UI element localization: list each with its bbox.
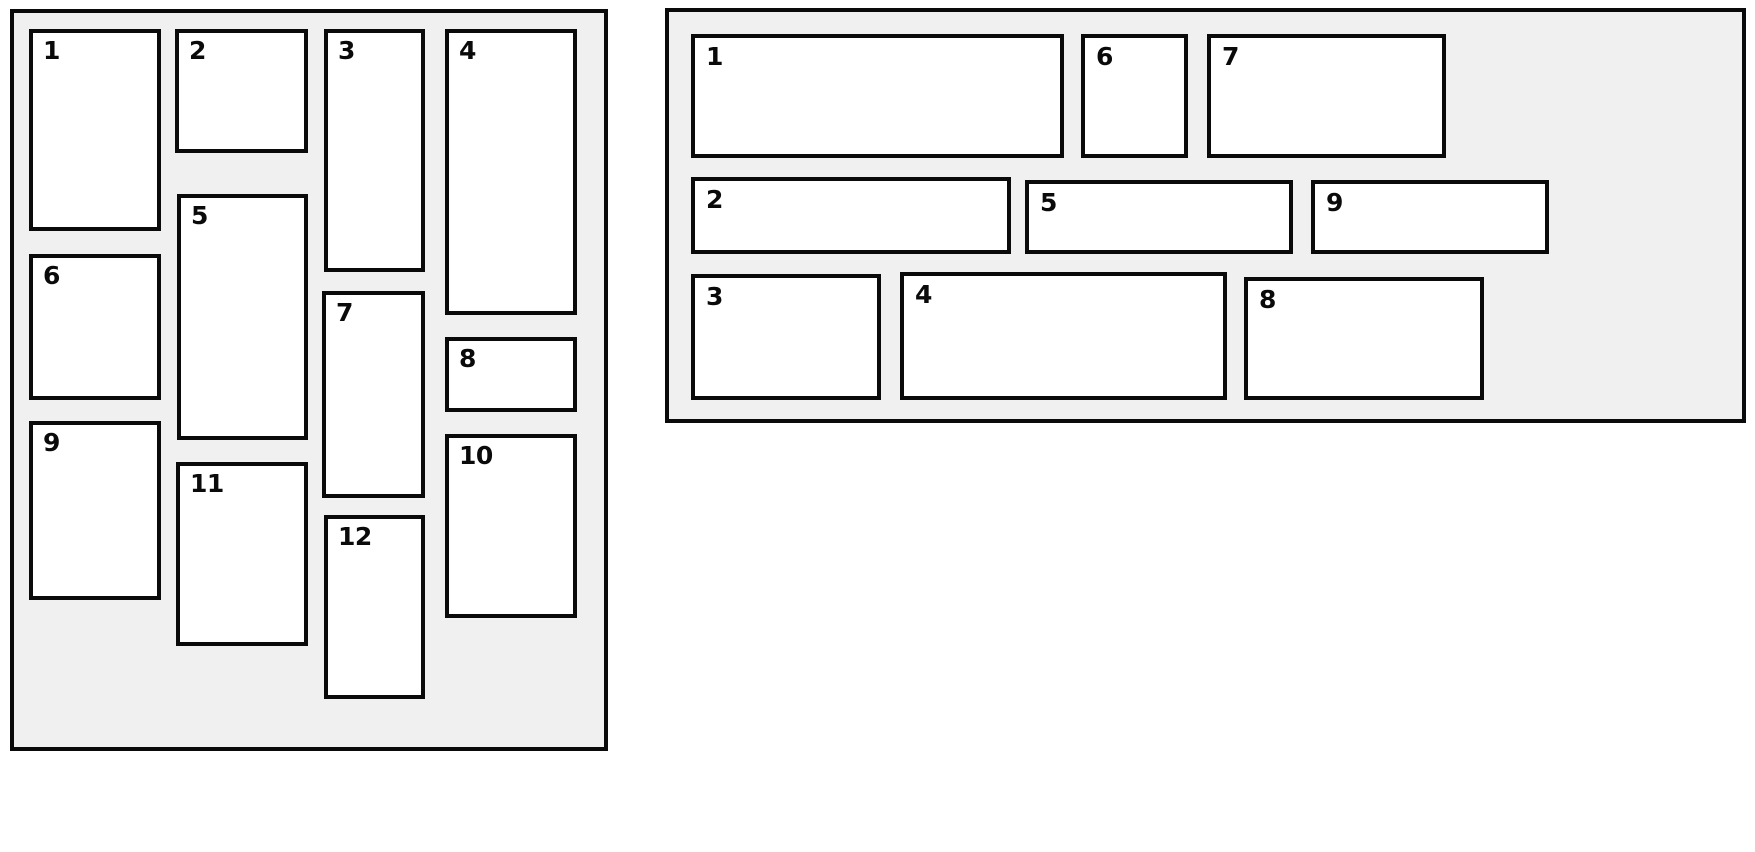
box-label: 3 xyxy=(706,282,723,311)
right-panel-box-2[interactable]: 2 xyxy=(691,177,1011,254)
right-panel-box-5[interactable]: 5 xyxy=(1025,180,1293,254)
left-panel-box-11[interactable]: 11 xyxy=(176,462,308,646)
box-label: 2 xyxy=(189,36,206,65)
box-label: 4 xyxy=(459,36,476,65)
box-label: 8 xyxy=(459,344,476,373)
box-label: 2 xyxy=(706,185,723,214)
box-label: 4 xyxy=(915,280,932,309)
right-panel-box-7[interactable]: 7 xyxy=(1207,34,1446,158)
box-label: 7 xyxy=(1222,42,1239,71)
box-label: 12 xyxy=(338,522,372,551)
box-label: 8 xyxy=(1259,285,1276,314)
box-label: 11 xyxy=(190,469,224,498)
right-panel-box-9[interactable]: 9 xyxy=(1311,180,1549,254)
box-label: 1 xyxy=(706,42,723,71)
left-panel-box-4[interactable]: 4 xyxy=(445,29,577,315)
left-panel-box-12[interactable]: 12 xyxy=(324,515,425,699)
left-panel-box-2[interactable]: 2 xyxy=(175,29,308,153)
left-panel: 1 2 3 4 5 6 7 8 9 10 11 12 xyxy=(10,9,608,751)
left-panel-box-9[interactable]: 9 xyxy=(29,421,161,600)
box-label: 5 xyxy=(1040,188,1057,217)
left-panel-box-1[interactable]: 1 xyxy=(29,29,161,231)
box-label: 3 xyxy=(338,36,355,65)
left-panel-box-3[interactable]: 3 xyxy=(324,29,425,272)
left-panel-box-5[interactable]: 5 xyxy=(177,194,308,440)
right-panel-box-3[interactable]: 3 xyxy=(691,274,881,400)
box-label: 6 xyxy=(1096,42,1113,71)
right-panel: 1 6 7 2 5 9 3 4 8 xyxy=(665,8,1746,423)
right-panel-box-6[interactable]: 6 xyxy=(1081,34,1188,158)
box-label: 5 xyxy=(191,201,208,230)
right-panel-box-4[interactable]: 4 xyxy=(900,272,1227,400)
box-label: 9 xyxy=(43,428,60,457)
box-label: 9 xyxy=(1326,188,1343,217)
box-label: 1 xyxy=(43,36,60,65)
box-label: 6 xyxy=(43,261,60,290)
left-panel-box-7[interactable]: 7 xyxy=(322,291,425,498)
box-label: 7 xyxy=(336,298,353,327)
right-panel-box-1[interactable]: 1 xyxy=(691,34,1064,158)
left-panel-box-6[interactable]: 6 xyxy=(29,254,161,400)
box-label: 10 xyxy=(459,441,493,470)
left-panel-box-8[interactable]: 8 xyxy=(445,337,577,412)
right-panel-box-8[interactable]: 8 xyxy=(1244,277,1484,400)
left-panel-box-10[interactable]: 10 xyxy=(445,434,577,618)
